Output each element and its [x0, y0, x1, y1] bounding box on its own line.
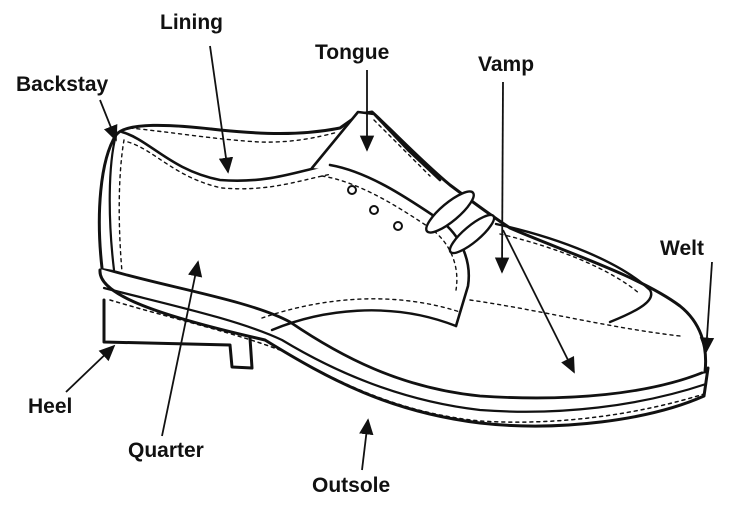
- label-welt: Welt: [660, 237, 704, 260]
- heel-block: [102, 298, 254, 370]
- eyelet-2: [369, 205, 379, 215]
- sole-stitch-line: [109, 299, 705, 423]
- label-quarter: Quarter: [128, 439, 204, 462]
- label-tongue: Tongue: [315, 41, 390, 64]
- leader-vamp-b: [502, 229, 575, 374]
- lining-stitch: [127, 141, 333, 190]
- quarter-seam: [270, 309, 458, 332]
- leader-outsole: [359, 418, 374, 471]
- welt-line: [100, 266, 706, 400]
- leader-welt: [699, 261, 715, 354]
- vamp-seam: [494, 222, 653, 324]
- label-outsole: Outsole: [312, 474, 391, 497]
- tongue-stitch: [373, 119, 431, 177]
- eyelet-3: [393, 221, 403, 231]
- sole-edge-line: [102, 286, 708, 413]
- leader-lining: [209, 45, 234, 174]
- quarter-seam-stitch: [261, 298, 461, 319]
- lace-loop-2: [448, 213, 496, 255]
- label-lining: Lining: [160, 11, 223, 34]
- collar-topline: [120, 130, 332, 182]
- backstay-edge: [108, 133, 118, 272]
- vamp-stitch: [499, 233, 641, 295]
- label-backstay: Backstay: [16, 73, 109, 96]
- leader-heel: [65, 344, 116, 393]
- leader-vamp-a: [494, 81, 510, 274]
- eyestay-stitch: [321, 175, 458, 291]
- leader-backstay: [99, 99, 118, 142]
- outsole-outline: [98, 268, 710, 428]
- lace-loop-1: [425, 190, 475, 234]
- vamp-lower-stitch: [469, 299, 681, 337]
- collar-inner-stitch: [129, 127, 339, 143]
- tongue-shape: [310, 110, 442, 182]
- leader-quarter: [161, 260, 203, 437]
- eyelet-1: [347, 185, 357, 195]
- label-vamp: Vamp: [478, 53, 535, 76]
- label-heel: Heel: [28, 395, 73, 418]
